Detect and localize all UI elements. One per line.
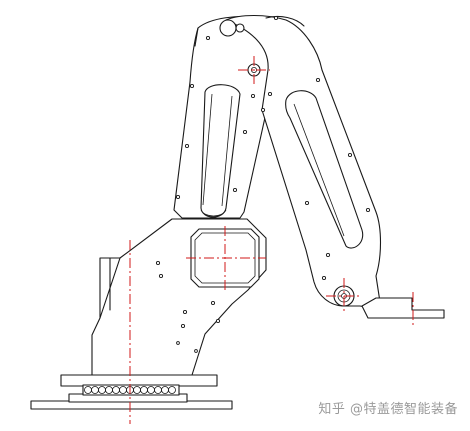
top-joint bbox=[219, 15, 279, 77]
forearm-slot bbox=[285, 90, 364, 249]
top-pin-right bbox=[235, 23, 245, 33]
turret-housing bbox=[91, 218, 267, 376]
shoulder-window-inner bbox=[194, 232, 256, 284]
upper-arm-slot-rib-2 bbox=[221, 95, 233, 207]
centerlines bbox=[129, 56, 414, 424]
forearm-slot-rib bbox=[293, 103, 345, 237]
turret-bolt-holes bbox=[155, 260, 221, 353]
upper-arm-bolt-holes bbox=[175, 35, 256, 200]
upper-arm-edge bbox=[194, 27, 199, 47]
watermark: 知乎 @特盖德智能装备 bbox=[318, 402, 458, 417]
forearm-top-edge bbox=[265, 15, 305, 27]
wrist-assembly bbox=[333, 285, 445, 319]
base-assembly bbox=[30, 374, 233, 410]
forearm-bolt-holes bbox=[260, 77, 371, 281]
forearm bbox=[225, 14, 381, 308]
slewing-bearing bbox=[82, 384, 180, 396]
top-pin-left bbox=[219, 19, 237, 37]
elbow-roller bbox=[200, 209, 227, 217]
upper-arm-slot-rib bbox=[202, 93, 213, 206]
end-effector-bracket bbox=[361, 297, 445, 319]
base-upper-flange bbox=[60, 374, 218, 387]
